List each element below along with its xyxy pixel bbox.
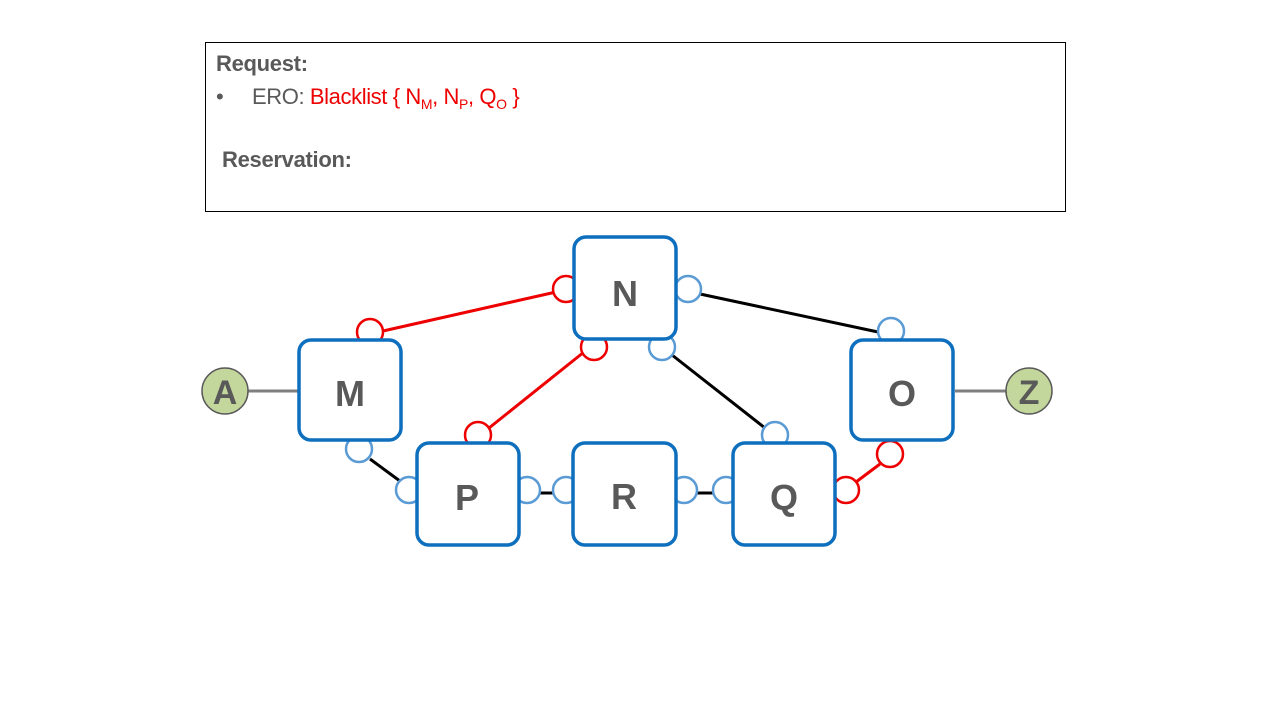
link-n-p bbox=[488, 350, 585, 430]
request-box: Request: •ERO: Blacklist { NM, NP, QO } … bbox=[205, 42, 1066, 212]
blacklist-text: Blacklist { NM, NP, QO } bbox=[309, 84, 520, 112]
node-n: N bbox=[572, 235, 678, 341]
endpoint-a-label: A bbox=[213, 374, 238, 412]
node-p-label: P bbox=[455, 477, 479, 518]
node-p: P bbox=[415, 441, 521, 547]
link-m-p bbox=[369, 457, 405, 486]
endpoint-a: A bbox=[201, 367, 249, 415]
request-heading: Request: bbox=[216, 51, 308, 76]
endpoint-z-label: Z bbox=[1019, 374, 1040, 412]
blacklist-close: } bbox=[506, 84, 520, 109]
node-o: O bbox=[849, 338, 955, 442]
ero-line: • ERO: Blacklist { NM, NP, QO } bbox=[216, 84, 520, 112]
blacklist-open: Blacklist { N bbox=[309, 84, 421, 109]
links bbox=[248, 290, 1006, 495]
node-r-label: R bbox=[611, 476, 637, 517]
node-o-label: O bbox=[888, 373, 916, 414]
port-n-east bbox=[673, 274, 703, 304]
node-m: M bbox=[297, 338, 403, 442]
bullet: • bbox=[216, 84, 224, 109]
port-o-south bbox=[875, 439, 905, 469]
endpoint-z: Z bbox=[1005, 367, 1053, 415]
ero-prefix: ERO: bbox=[252, 84, 310, 109]
node-q-label: Q bbox=[770, 477, 798, 518]
link-n-q bbox=[671, 353, 766, 430]
blacklist-sub-p: P bbox=[459, 96, 468, 112]
link-q-o bbox=[855, 462, 881, 484]
blacklist-sep2: , Q bbox=[468, 84, 497, 109]
port-q-east bbox=[831, 475, 861, 505]
blacklist-sub-o: O bbox=[496, 96, 507, 112]
blacklist-sub-m: M bbox=[420, 96, 433, 112]
link-n-o bbox=[699, 292, 879, 334]
node-m-label: M bbox=[335, 373, 365, 414]
node-n-label: N bbox=[612, 273, 638, 314]
node-q: Q bbox=[731, 441, 837, 547]
link-m-n bbox=[382, 290, 557, 333]
blacklist-sep1: , N bbox=[432, 84, 460, 109]
node-r: R bbox=[571, 441, 678, 547]
reservation-heading: Reservation: bbox=[222, 147, 352, 172]
